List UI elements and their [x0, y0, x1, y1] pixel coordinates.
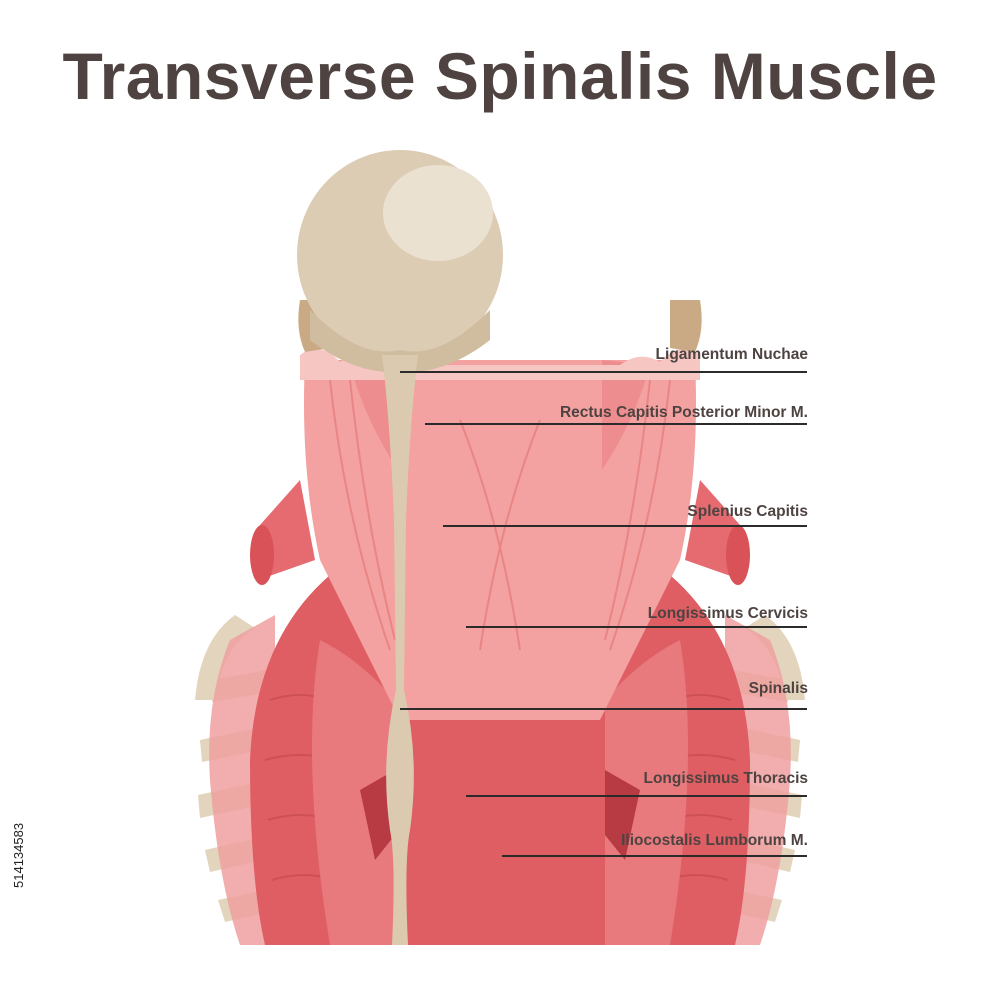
- leader-ligamentum-nuchae: [400, 371, 807, 373]
- leader-spinalis: [400, 708, 807, 710]
- leader-rectus-capitis-posterior-minor: [425, 423, 807, 425]
- stock-watermark-id: 514134583: [11, 822, 26, 888]
- label-longissimus-thoracis: Longissimus Thoracis: [643, 770, 808, 787]
- label-spinalis: Spinalis: [748, 680, 808, 697]
- leader-longissimus-cervicis: [466, 626, 807, 628]
- spine: [382, 355, 418, 945]
- spinalis-deep: [360, 770, 395, 860]
- leader-iliocostalis-lumborum: [502, 855, 807, 857]
- label-iliocostalis-lumborum: Iliocostalis Lumborum M.: [621, 832, 808, 849]
- leader-splenius-capitis: [443, 525, 807, 527]
- label-rectus-capitis-posterior-minor: Rectus Capitis Posterior Minor M.: [559, 404, 808, 421]
- longissimus-thoracis-left: [312, 640, 395, 945]
- diagram-title: Transverse Spinalis Muscle: [62, 39, 938, 113]
- label-longissimus-cervicis: Longissimus Cervicis: [647, 605, 808, 622]
- longissimus-thoracis-right: [605, 640, 688, 945]
- skull: [297, 150, 702, 373]
- leader-longissimus-thoracis: [466, 795, 807, 797]
- label-ligamentum-nuchae: Ligamentum Nuchae: [655, 346, 808, 363]
- label-splenius-capitis: Splenius Capitis: [687, 503, 808, 520]
